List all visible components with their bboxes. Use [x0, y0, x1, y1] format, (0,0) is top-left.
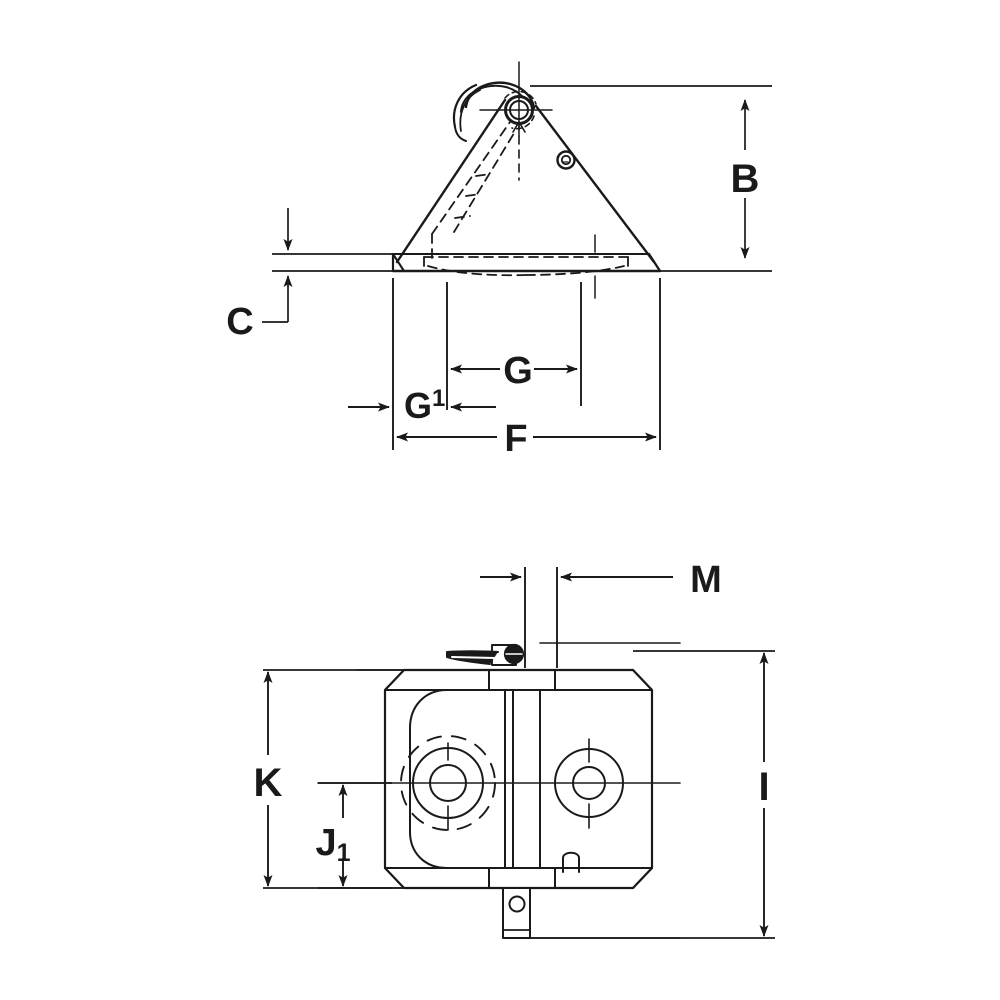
plan-bottom-lug	[502, 887, 531, 939]
dimension-I	[530, 650, 775, 939]
dimension-label-C: C	[226, 301, 253, 343]
plan-left-panel	[409, 689, 506, 869]
front-lower-extension-lines	[392, 278, 661, 450]
plan-lever-handle	[446, 643, 525, 666]
front-hidden-lines	[423, 121, 629, 277]
dimension-label-J1: J1	[315, 822, 350, 867]
dimension-label-G: G	[503, 350, 533, 392]
dimension-label-F: F	[504, 418, 527, 460]
dimension-label-M: M	[690, 559, 722, 601]
plan-corner-chamfers	[384, 669, 653, 889]
dimension-J1	[318, 782, 392, 889]
plan-small-post	[562, 851, 580, 873]
dimension-C	[262, 208, 393, 323]
plan-mid-panel	[512, 689, 541, 869]
dimension-B	[530, 85, 772, 272]
dimension-M	[480, 567, 673, 668]
dimension-label-K: K	[254, 761, 283, 805]
front-interior-arrow	[512, 121, 526, 181]
shackle-arc	[452, 81, 536, 142]
front-triangle-body	[395, 98, 656, 264]
dimension-label-I: I	[758, 765, 769, 809]
secondary-boss	[556, 150, 576, 170]
plan-view-group	[317, 642, 681, 939]
dimension-label-B: B	[731, 157, 760, 201]
dimension-label-G1: G1	[404, 385, 445, 426]
